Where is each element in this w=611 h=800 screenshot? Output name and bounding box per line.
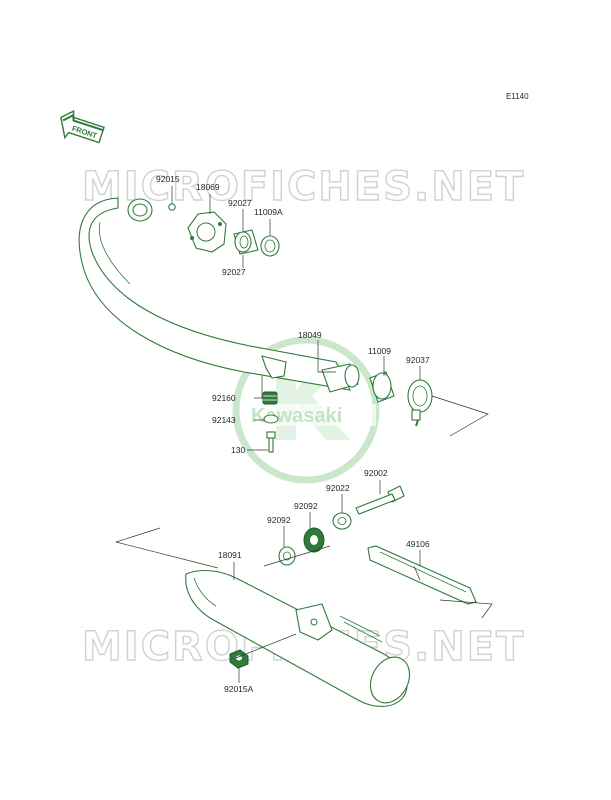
header-pipe-18049 — [78, 197, 360, 393]
gasket-11009 — [369, 371, 395, 403]
clamp-92037 — [407, 379, 433, 427]
callout-11009a: 11009A — [254, 207, 283, 217]
diagram-code: E1140 — [506, 92, 529, 101]
callout-92143: 92143 — [212, 415, 236, 425]
callout-92092-upper: 92092 — [294, 501, 318, 511]
flange-18069 — [187, 211, 227, 253]
callout-92015a: 92015A — [224, 684, 254, 694]
nut-92015 — [168, 203, 176, 211]
callout-92015: 92015 — [156, 174, 180, 184]
callout-92027-bottom: 92027 — [222, 267, 246, 277]
collar-92143 — [263, 414, 279, 424]
callout-92027-top: 92027 — [228, 198, 252, 208]
watermark-top: MICROFICHES.NET — [81, 163, 525, 210]
collar-92092-lower — [278, 546, 296, 566]
bolt-92002 — [355, 485, 405, 515]
collar-92027 — [233, 229, 259, 255]
damper-92160 — [262, 391, 278, 405]
svg-text:MICROFICHES.NET: MICROFICHES.NET — [82, 164, 525, 210]
bolt-130 — [266, 431, 276, 453]
callout-92002: 92002 — [364, 468, 388, 478]
muffler-18091 — [185, 569, 411, 707]
heat-shield-49106 — [367, 545, 477, 605]
callout-130: 130 — [231, 445, 245, 455]
damper-92092-upper — [303, 527, 325, 553]
callout-92037: 92037 — [406, 355, 430, 365]
front-arrow-icon: FRONT — [60, 109, 105, 144]
callout-18069: 18069 — [196, 182, 220, 192]
leader-lines — [115, 186, 493, 683]
kawasaki-logo-text: Kawasaki — [251, 405, 342, 427]
callout-92092-lower: 92092 — [267, 515, 291, 525]
callout-92022: 92022 — [326, 483, 350, 493]
callout-49106: 49106 — [406, 539, 430, 549]
callout-18091: 18091 — [218, 550, 242, 560]
nut-92015a — [229, 649, 249, 669]
callout-18049: 18049 — [298, 330, 322, 340]
callout-11009: 11009 — [368, 346, 391, 356]
callout-92160: 92160 — [212, 393, 236, 403]
callout-labels: 92015 18069 92027 11009A 92027 18049 110… — [156, 174, 430, 694]
